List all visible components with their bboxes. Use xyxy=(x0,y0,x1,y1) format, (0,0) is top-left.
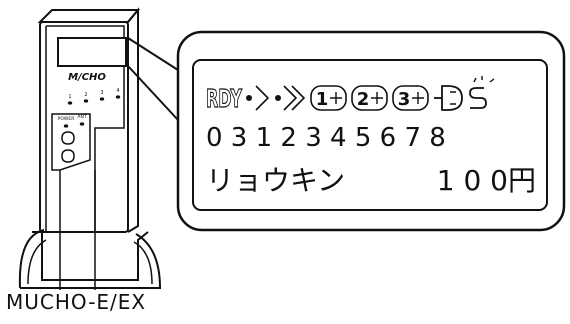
rdy-indicator: RDY xyxy=(206,84,243,113)
channel-1-icon: 1 xyxy=(310,85,347,111)
led-2 xyxy=(83,99,89,103)
model-caption: MUCHO-E/EX xyxy=(6,290,147,314)
device-body xyxy=(37,7,141,290)
channel-2-number: 2 xyxy=(357,89,370,110)
play-once-icon xyxy=(246,85,270,111)
lcd-row-number: 0 3 1 2 3 4 5 6 7 8 xyxy=(206,123,446,153)
led-3 xyxy=(99,97,105,101)
ant-led xyxy=(79,122,85,126)
device-screen xyxy=(57,37,127,67)
led-number: 3 xyxy=(100,90,103,96)
lcd-display-panel xyxy=(192,59,548,211)
channel-1-number: 1 xyxy=(316,89,329,110)
channel-2-icon: 2 xyxy=(351,85,388,111)
callout-connector xyxy=(127,37,179,121)
led-1 xyxy=(67,101,73,105)
plug-icon xyxy=(434,85,463,111)
led-4 xyxy=(115,95,121,99)
led-number: 2 xyxy=(84,92,87,98)
channel-3-number: 3 xyxy=(398,89,411,110)
device-logo: M/CHO xyxy=(68,72,106,83)
play-repeat-icon xyxy=(274,85,306,111)
led-number: 4 xyxy=(116,88,119,94)
lcd-row-fee-label: リョウキン xyxy=(206,164,345,197)
ant-label: ANT xyxy=(77,114,86,120)
lcd-row-fee-amount: 1 0 0円 xyxy=(437,164,536,197)
device-button-1[interactable] xyxy=(61,131,75,145)
channel-3-icon: 3 xyxy=(392,85,429,111)
device-stand xyxy=(18,229,162,289)
speaker-icon xyxy=(469,76,495,109)
power-led xyxy=(63,124,69,128)
power-label: POWER xyxy=(58,116,75,122)
led-number: 1 xyxy=(68,94,71,100)
device-button-2[interactable] xyxy=(61,149,75,163)
led-indicators: 1 2 3 4 xyxy=(67,88,121,105)
